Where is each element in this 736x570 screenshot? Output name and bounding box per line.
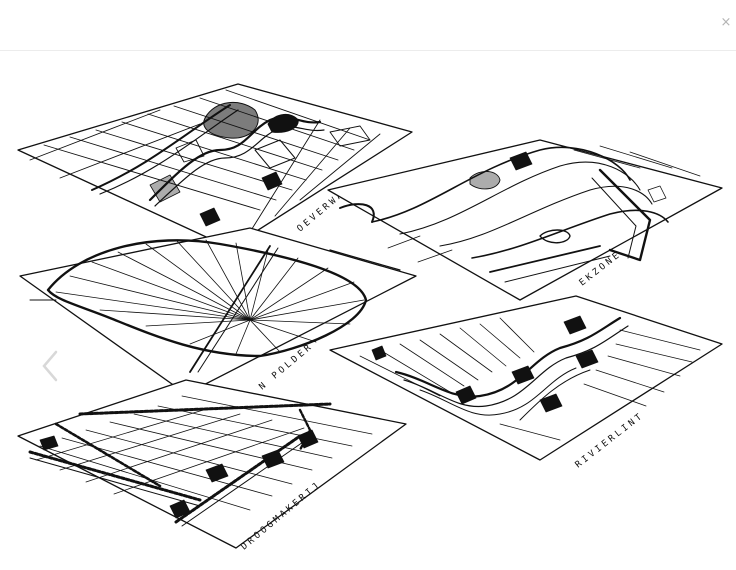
chevron-left-icon — [42, 350, 58, 382]
previous-image-button[interactable] — [36, 346, 64, 386]
image-viewer: OEVERWAL EKZONE — [0, 51, 736, 565]
landscape-sketch: OEVERWAL EKZONE — [17, 83, 723, 552]
top-bar: × — [0, 0, 736, 51]
sketch-panel-kreekzone: EKZONE — [327, 139, 723, 301]
close-button[interactable]: × — [718, 15, 734, 31]
sketch-panel-droogmakerij: DROOGMAKERIJ — [17, 379, 407, 552]
sketch-panel-oeverwal: OEVERWAL — [17, 83, 413, 249]
close-icon: × — [720, 15, 732, 30]
sketch-panel-polder: N POLDER — [19, 227, 417, 395]
sketch-panel-rivierlint: RIVIERLINT — [329, 295, 723, 470]
